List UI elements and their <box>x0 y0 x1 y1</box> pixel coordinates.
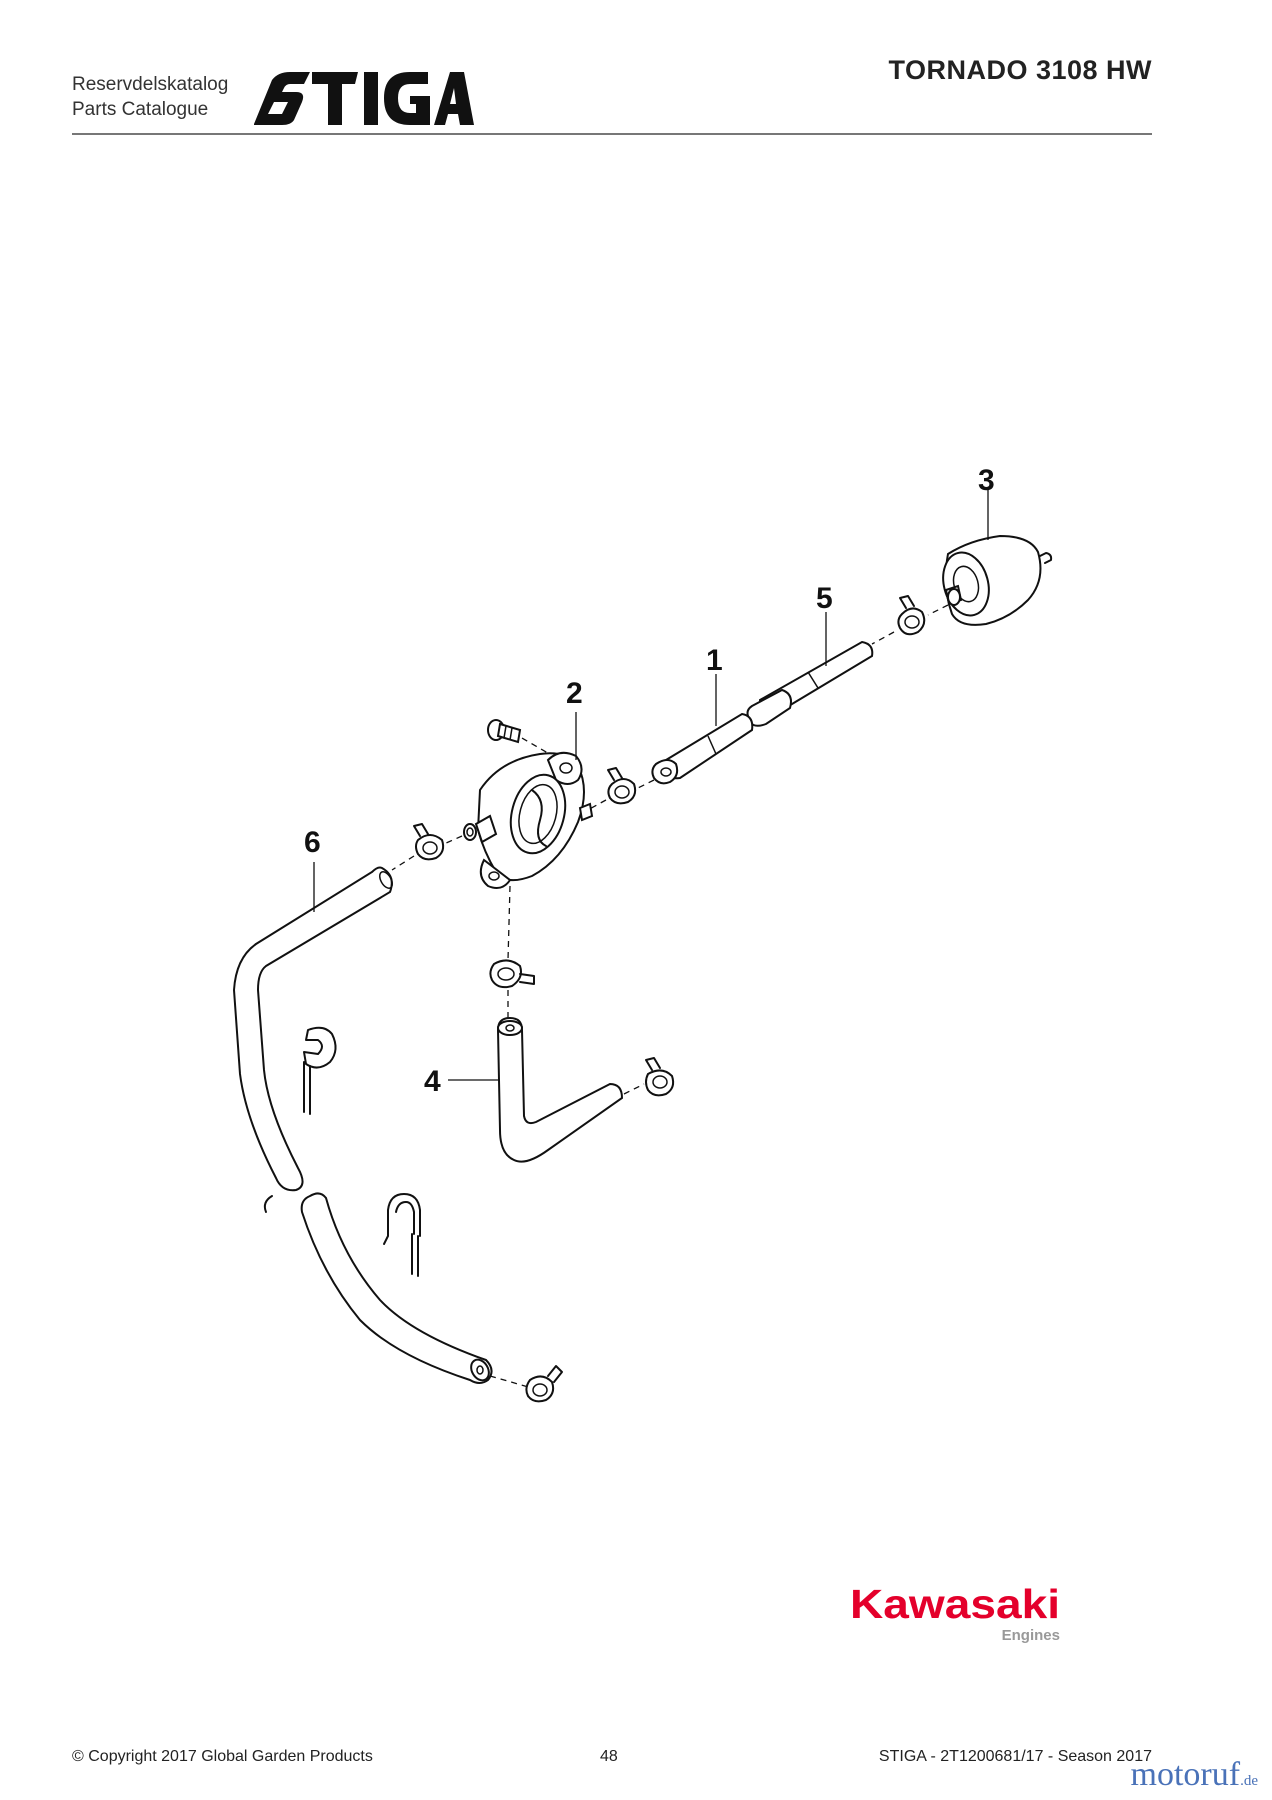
hose-clamp <box>413 823 445 861</box>
hose-clamp <box>897 595 926 636</box>
hose-clamp <box>489 959 535 989</box>
mounting-screw <box>487 719 522 744</box>
callout-3: 3 <box>978 464 995 497</box>
catalog-label: Reservdelskatalog Parts Catalogue <box>72 72 228 122</box>
guide-line-hose-6 <box>391 855 415 871</box>
watermark-text: motoruf <box>1130 1756 1241 1793</box>
kawasaki-logo: Kawasaki Engines <box>850 1581 1060 1644</box>
callout-6: 6 <box>304 826 321 859</box>
callout-4: 4 <box>424 1065 441 1098</box>
hose-clip <box>303 1026 337 1115</box>
model-title: TORNADO 3108 HW <box>888 55 1152 85</box>
hose-clip <box>383 1193 421 1277</box>
guide-line-tap-outlet <box>583 799 607 813</box>
guide-line-hose-4-end <box>623 1083 645 1095</box>
fuel-hose-6 <box>232 866 493 1384</box>
kawasaki-logo-name: Kawasaki <box>850 1581 1060 1627</box>
catalog-label-english: Parts Catalogue <box>72 99 209 120</box>
guide-line-tap-inlet <box>443 835 463 845</box>
callout-1: 1 <box>706 644 723 677</box>
document-reference: STIGA - 2T1200681/17 - Season 2017 <box>878 1748 1152 1765</box>
stiga-logo <box>254 72 474 125</box>
copyright-notice: © Copyright 2017 Global Garden Products <box>72 1748 373 1765</box>
fuel-hose-1 <box>651 712 754 785</box>
header-divider <box>72 133 1152 135</box>
guide-line-tap-down <box>507 885 511 961</box>
fuel-filter <box>942 534 1053 626</box>
fuel-hose-5 <box>746 640 874 727</box>
guide-line-clamp <box>871 631 895 645</box>
motoruf-watermark: motoruf.de <box>1131 1756 1258 1794</box>
callout-5: 5 <box>816 582 833 615</box>
catalog-label-swedish: Reservdelskatalog <box>72 74 229 95</box>
watermark-suffix: .de <box>1240 1773 1258 1789</box>
callout-2: 2 <box>566 677 583 710</box>
hose-clamp <box>645 1057 675 1097</box>
kawasaki-logo-subtitle: Engines <box>1002 1627 1060 1644</box>
guide-line-filter <box>927 604 949 616</box>
guide-line-hose-6-end <box>489 1375 533 1389</box>
exploded-parts-diagram: .ln { stroke: #111; stroke-width: 2; fil… <box>232 464 1053 1403</box>
fuel-tap <box>463 751 594 889</box>
fuel-hose-4 <box>496 1016 624 1163</box>
hose-clamp <box>525 1365 563 1403</box>
hose-clamp <box>607 767 637 805</box>
page-number: 48 <box>600 1748 618 1765</box>
